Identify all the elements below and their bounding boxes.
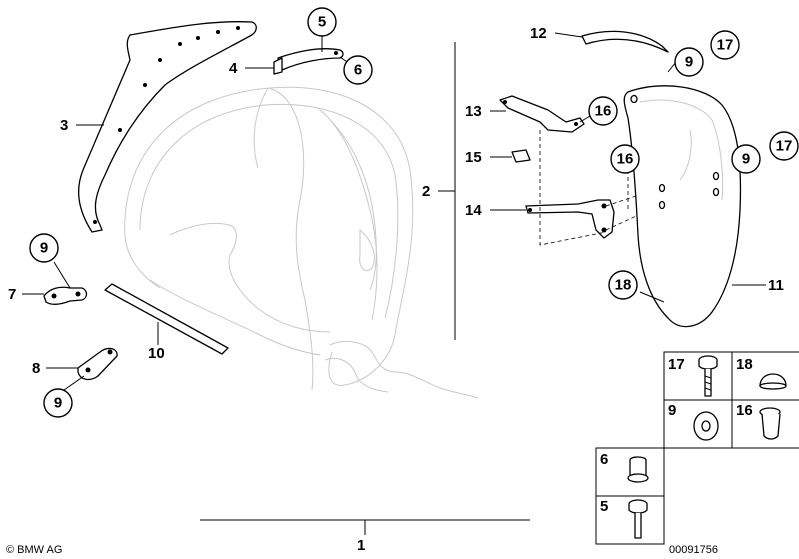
callout-14: 14 <box>465 202 482 219</box>
leader-12 <box>554 32 583 38</box>
callout-circles <box>29 7 799 418</box>
legend-label-9: 9 <box>668 402 676 419</box>
callout-12: 12 <box>530 25 547 42</box>
copyright-text: © BMW AG <box>6 544 62 556</box>
callout-9-left-top: 9 <box>40 240 48 257</box>
small-parts-legend <box>595 351 799 545</box>
legend-label-16: 16 <box>736 402 753 419</box>
callout-9-left-bottom: 9 <box>54 395 62 412</box>
legend-washer-9 <box>693 411 719 441</box>
callout-9-right-top: 9 <box>685 54 693 71</box>
legend-screw-17 <box>698 355 718 397</box>
leader-18 <box>639 291 665 303</box>
part-11-fender <box>623 85 742 328</box>
leader-9a <box>53 261 71 289</box>
callout-9-right-mid: 9 <box>742 151 750 168</box>
callout-18: 18 <box>615 277 632 294</box>
callout-8: 8 <box>32 360 40 377</box>
callout-10: 10 <box>148 345 165 362</box>
callout-5: 5 <box>318 14 326 31</box>
callout-1: 1 <box>357 537 365 554</box>
callout-15: 15 <box>465 149 482 166</box>
callout-2: 2 <box>422 183 430 200</box>
legend-grommet-16 <box>759 407 781 440</box>
leader-9b <box>63 375 85 391</box>
legend-label-6: 6 <box>600 451 608 468</box>
legend-label-17: 17 <box>668 356 685 373</box>
callout-11: 11 <box>768 277 784 294</box>
part-4-clip <box>273 48 344 75</box>
legend-cap-18 <box>759 373 787 390</box>
part-10-foam-strip <box>104 283 229 355</box>
part-13-bracket <box>499 95 585 133</box>
legend-screw-5 <box>628 499 648 539</box>
legend-label-18: 18 <box>736 356 753 373</box>
part-8-bracket <box>77 347 118 381</box>
callout-17-top: 17 <box>717 37 734 54</box>
callout-16-mid: 16 <box>617 151 634 168</box>
callout-17-mid: 17 <box>776 138 793 155</box>
leader-16a <box>579 115 591 123</box>
part-7-bracket <box>43 286 88 305</box>
part-12-edge-trim <box>581 30 669 53</box>
callout-6: 6 <box>354 62 362 79</box>
callout-7: 7 <box>8 286 16 303</box>
callout-16-top: 16 <box>595 103 612 120</box>
legend-label-5: 5 <box>600 498 608 515</box>
part-14-bracket <box>525 199 615 239</box>
part-15-pad <box>511 149 531 163</box>
legend-nut-6 <box>627 456 649 483</box>
callout-13: 13 <box>465 103 482 120</box>
drawing-number: 00091756 <box>669 544 718 556</box>
background-fairing-outline <box>124 86 479 399</box>
part-3-trim-strip <box>78 21 257 233</box>
callout-4: 4 <box>229 60 238 77</box>
callout-3: 3 <box>60 117 68 134</box>
